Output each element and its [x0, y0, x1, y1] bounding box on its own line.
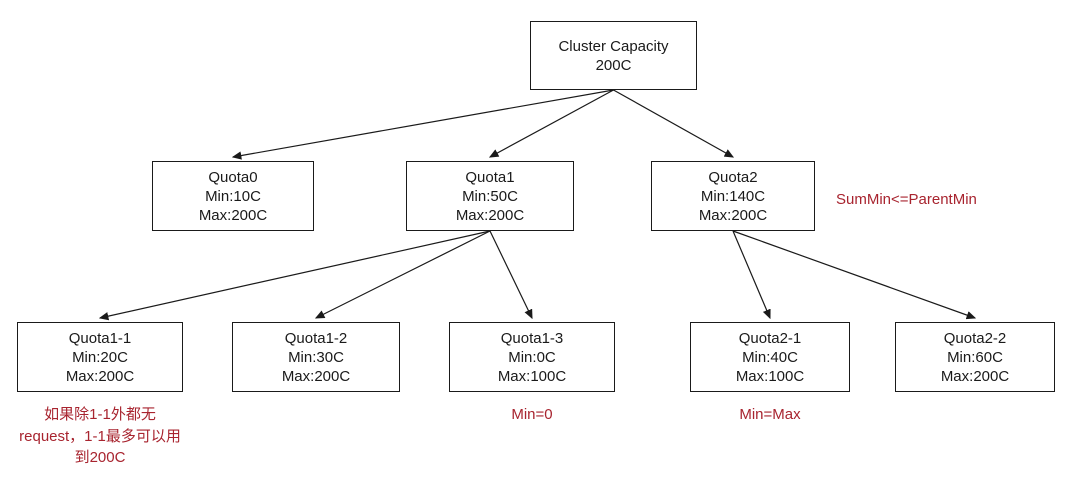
node-cluster-capacity: Cluster Capacity 200C	[530, 21, 697, 90]
node-quota1-3: Quota1-3 Min:0C Max:100C	[449, 322, 615, 392]
node-quota2: Quota2 Min:140C Max:200C	[651, 161, 815, 231]
node-min-value: Min:40C	[742, 348, 798, 366]
node-quota1: Quota1 Min:50C Max:200C	[406, 161, 574, 231]
edge-quota2-to-quota2_2	[732, 230, 977, 320]
annotation-quota1-1-note-line1: 如果除1-1外都无	[44, 406, 156, 423]
node-min-value: Min:10C	[205, 187, 261, 205]
node-max-value: Max:100C	[497, 367, 567, 385]
node-title: Quota1-1	[68, 329, 132, 347]
node-max-value: Max:100C	[735, 367, 805, 385]
node-quota1-2: Quota1-2 Min:30C Max:200C	[232, 322, 400, 392]
node-min-value: Min:0C	[508, 348, 556, 366]
edge-quota1-to-quota1_3	[489, 230, 533, 320]
node-max-value: Max:200C	[65, 367, 135, 385]
annotation-quota1-3-note: Min=0	[511, 406, 553, 423]
edge-quota1-to-quota1_1	[98, 230, 491, 321]
edge-quota2-to-quota2_1	[732, 230, 771, 320]
node-min-value: Min:60C	[947, 348, 1003, 366]
node-title: Quota2-1	[738, 329, 802, 347]
node-title: Quota2	[708, 168, 758, 186]
node-title: Quota1-2	[284, 329, 348, 347]
edge-quota1-to-quota1_2	[314, 230, 491, 319]
annotation-quota1-1-note-line2: request，1-1最多可以用	[19, 427, 181, 445]
node-capacity-value: 200C	[595, 56, 632, 74]
edge-cluster-to-quota1	[488, 89, 614, 158]
edge-cluster-to-quota2	[613, 89, 735, 158]
node-max-value: Max:200C	[198, 206, 268, 224]
node-max-value: Max:200C	[698, 206, 768, 224]
node-title: Cluster Capacity	[558, 37, 669, 55]
node-max-value: Max:200C	[281, 367, 351, 385]
node-min-value: Min:20C	[72, 348, 128, 366]
node-quota0: Quota0 Min:10C Max:200C	[152, 161, 314, 231]
edge-cluster-to-quota0	[231, 89, 614, 160]
node-min-value: Min:30C	[288, 348, 344, 366]
node-min-value: Min:140C	[700, 187, 766, 205]
annotation-quota1-1-note: 如果除1-1外都无 request，1-1最多可以用 到200C	[3, 404, 197, 469]
node-title: Quota1	[465, 168, 515, 186]
node-min-value: Min:50C	[462, 187, 518, 205]
node-title: Quota0	[208, 168, 258, 186]
node-quota1-1: Quota1-1 Min:20C Max:200C	[17, 322, 183, 392]
node-quota2-1: Quota2-1 Min:40C Max:100C	[690, 322, 850, 392]
annotation-summin-rule: SumMin<=ParentMin	[836, 191, 977, 208]
node-max-value: Max:200C	[455, 206, 525, 224]
annotation-quota1-1-note-line3: 到200C	[74, 449, 126, 466]
node-title: Quota2-2	[943, 329, 1007, 347]
node-quota2-2: Quota2-2 Min:60C Max:200C	[895, 322, 1055, 392]
node-title: Quota1-3	[500, 329, 564, 347]
node-max-value: Max:200C	[940, 367, 1010, 385]
annotation-quota2-1-note: Min=Max	[739, 406, 801, 423]
